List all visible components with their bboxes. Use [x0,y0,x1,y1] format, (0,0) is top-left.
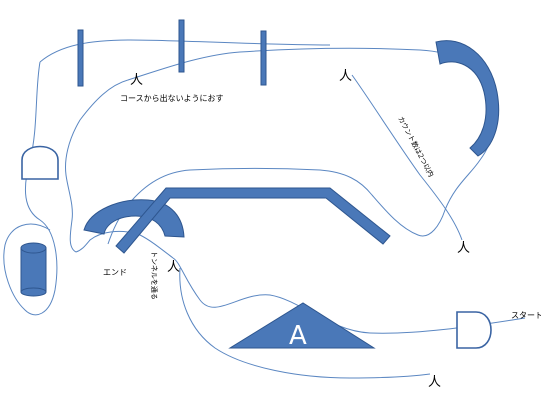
handler-marker-1: 人 [130,73,143,88]
person-glyph-1: 人 [130,73,143,88]
dog-walk [115,187,391,254]
end-label: エンド [103,268,127,277]
handler-marker-3: 人 [457,241,470,256]
bar-jump-2 [178,19,185,73]
handler-marker-2: 人 [339,69,352,84]
handler-marker-4: 人 [167,260,180,275]
diagonal-route-path [351,74,463,241]
barrel-obstacle [20,242,47,297]
person-glyph-3: 人 [457,241,470,256]
tunnel-note-label: トンネルを通る [150,251,159,300]
a-frame-letter: A [289,321,307,351]
curved-tunnel-right [435,40,500,157]
person-glyph-2: 人 [339,69,352,84]
handler-route-path [65,47,526,334]
course-note-label: コースから出ないようにおす [120,93,223,103]
person-glyph-5: 人 [428,375,441,390]
bar-jump-3 [260,30,267,86]
start-label: スタート [511,311,541,320]
tire-jump-outline [21,145,59,180]
start-gate-outline [456,311,492,349]
a-frame [228,302,376,349]
bar-jump-1 [77,29,84,87]
handler-marker-5: 人 [428,375,441,390]
return-route-path [179,267,431,379]
person-glyph-4: 人 [167,260,180,275]
